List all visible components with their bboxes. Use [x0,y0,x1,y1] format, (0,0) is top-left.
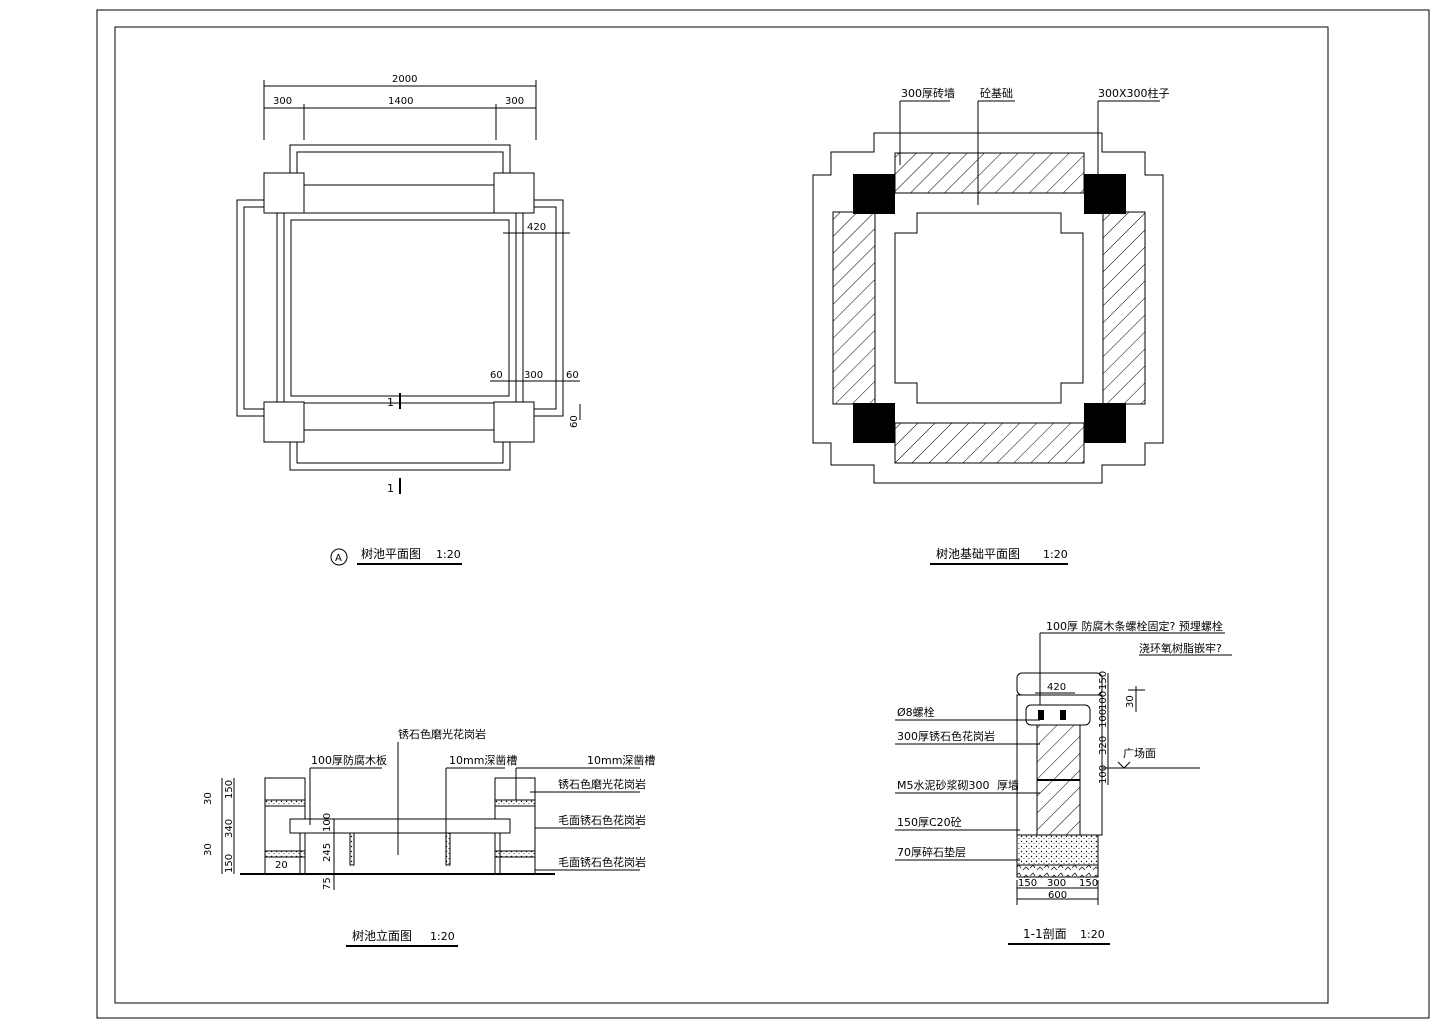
elev-dim-30a: 30 [203,792,214,805]
elevation-label-granite-polish: 锈石色磨光花岗岩 [558,777,646,791]
section-label-gravel: 70厚碎石垫层 [897,845,966,859]
plan-dim-420: 420 [527,222,546,233]
section-label-bolt: Ø8螺栓 [897,705,935,719]
section-label-wood: 100厚 防腐木条螺栓固定? 预埋螺栓 [1046,619,1223,633]
elevation-title: 树池立面图 [352,928,412,943]
section-dim-150r: 150 [1079,878,1098,889]
elev-dim-30b: 30 [203,843,214,856]
tree-pit-elevation: 100厚防腐木板 锈石色磨光花岗岩 10mm深凿槽 10mm深凿槽 锈石色磨光花… [203,727,655,947]
elev-dim-150a: 150 [224,780,235,799]
section-dim-100c: 100 [1098,765,1109,784]
elevation-label-groove-right: 10mm深凿槽 [587,754,655,767]
foundation-title: 树池基础平面图 [936,546,1020,561]
elev-dim-245: 245 [322,843,333,862]
foundation-scale: 1:20 [1043,548,1068,561]
elevation-label-granite-rough1: 毛面锈石色花岗岩 [558,813,646,827]
elev-dim-150b: 150 [224,854,235,873]
plan-dim-60c: 60 [569,415,580,428]
inner-border [114,26,1329,1004]
section-dim-600: 600 [1048,890,1067,901]
plan-dim-60a: 60 [490,370,503,381]
section-label-plaza: 广场面 [1123,746,1156,760]
section-1-1: 广场面 100厚 防腐木条螺栓固定? 预埋螺栓 浇环氧树脂嵌牢? Ø8螺栓 30… [895,619,1232,945]
plan-dim-right: 300 [505,96,524,107]
elev-dim-75: 75 [322,877,333,890]
section-dim-30: 30 [1125,695,1136,708]
elev-dim-20: 20 [275,860,288,871]
elevation-label-groove-mid: 10mm深凿槽 [449,754,517,767]
section-dim-100b: 100 [1098,709,1109,728]
section-label-epoxy: 浇环氧树脂嵌牢? [1139,641,1222,655]
elevation-scale: 1:20 [430,930,455,943]
plan-section-mark-top: 1 [387,396,394,409]
foundation-label-column: 300X300柱子 [1098,86,1170,100]
north-symbol-icon [330,548,348,566]
section-dim-300: 300 [1047,878,1066,889]
plan-dim-60b: 60 [566,370,579,381]
plan-scale: 1:20 [436,548,461,561]
elev-dim-340: 340 [224,819,235,838]
outer-border [96,9,1430,1019]
plan-dim-total: 2000 [392,74,417,85]
plan-dim-mid: 1400 [388,96,413,107]
elevation-label-granite-top: 锈石色磨光花岗岩 [398,727,486,741]
section-dim-150l: 150 [1018,878,1037,889]
foundation-label-wall: 300厚砖墙 [901,86,955,100]
section-label-wall: 厚墙 [997,778,1019,792]
foundation-label-base: 砼基础 [980,87,1013,100]
plan-dim-300: 300 [524,370,543,381]
section-title: 1-1剖面 [1023,927,1067,941]
tree-pit-plan: 2000 300 1400 300 420 60 300 60 60 [236,74,581,566]
plan-north-letter: A [335,553,342,564]
section-dim-100a: 100 [1098,691,1109,710]
section-label-mortar: M5水泥砂浆砌300 [897,778,990,792]
tree-pit-foundation-plan: 300厚砖墙 砼基础 300X300柱子 树池基础平面图 1:20 [812,86,1170,565]
section-label-granite: 300厚锈石色花岗岩 [897,729,995,743]
section-dim-150t: 150 [1098,671,1109,690]
elevation-label-granite-rough2: 毛面锈石色花岗岩 [558,855,646,869]
elev-dim-100: 100 [322,813,333,832]
plan-dim-left: 300 [273,96,292,107]
section-dim-420: 420 [1047,682,1066,693]
plan-title: 树池平面图 [361,546,421,561]
section-label-concrete: 150厚C20砼 [897,816,962,829]
section-dim-320: 320 [1098,736,1109,755]
plan-section-mark-bottom: 1 [387,482,394,495]
elevation-label-wood: 100厚防腐木板 [311,753,387,767]
section-scale: 1:20 [1080,928,1105,941]
